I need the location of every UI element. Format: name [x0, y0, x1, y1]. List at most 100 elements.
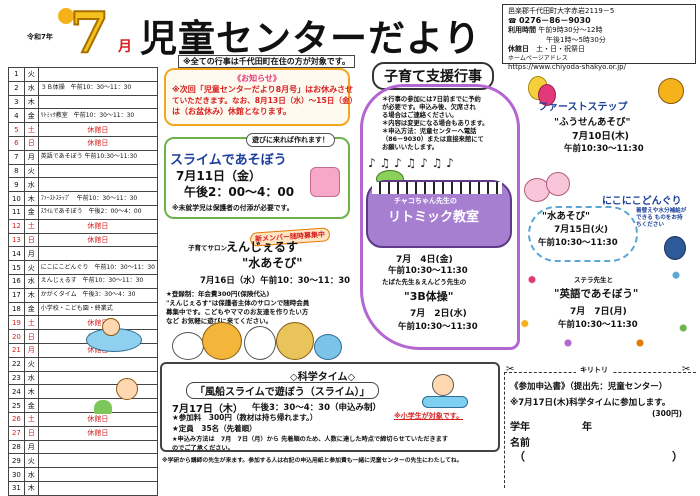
rabbit-icon-2: [524, 178, 550, 202]
watering-kids-illustration: [90, 378, 156, 418]
address: 邑楽郡千代田町大字赤岩2119－5: [508, 7, 615, 15]
calendar-event: ﾌｧｰｽﾄｽﾃｯﾌﾟ 午前10：30～11：30: [37, 191, 159, 206]
angels-note-1: ★登録制：年会費300円(保険代込): [166, 290, 270, 298]
form-nen-label: 年: [582, 422, 592, 433]
calendar-day: 30: [8, 467, 25, 482]
calendar-weekday: 水: [23, 370, 39, 386]
nikoniko-time: 午前10:30～11:30: [538, 238, 618, 248]
calendar-weekday: 月: [23, 149, 39, 165]
slime-event-box: 遊びに来れば作れます！ スライムであそぼう 7月11日（金） 午後2：00～4：…: [164, 133, 350, 219]
calendar-day: 21: [8, 342, 25, 358]
calendar-weekday: 月: [23, 342, 39, 358]
angels-salon-label: 子育てサロン: [188, 244, 227, 252]
homepage-url[interactable]: https://www.chiyoda-shakyo.or.jp/: [508, 63, 626, 72]
form-name-label: 名前: [510, 438, 530, 449]
calendar-event: [37, 163, 159, 179]
calendar-event: 休館日: [37, 122, 159, 137]
form-title: 《参加申込書》（提出先：児童センター）: [510, 382, 668, 392]
calendar-event: [37, 356, 159, 372]
calendar-event: 英語であそぼう 午前10:30～11:30: [37, 149, 159, 165]
slime-stretch-icon: [422, 396, 468, 408]
bear-icon: [202, 322, 242, 360]
name-field[interactable]: [516, 448, 688, 464]
nikoniko-title: にこにこどんぐり: [602, 196, 682, 207]
nikoniko-note: 着替えや水分補給ができる ものをお持ちください: [636, 208, 687, 228]
calendar-weekday: 木: [23, 94, 39, 110]
calendar-weekday: 火: [23, 260, 39, 275]
angels-date: 7月16日（水）午前10：30～11：30: [200, 276, 351, 286]
calendar-weekday: 月: [23, 246, 39, 262]
form-grade-label: 学年: [510, 422, 530, 433]
splash-frame: [528, 206, 638, 262]
science-fee: ★参加料 300円（教材は持ち帰れます。）: [172, 413, 318, 422]
calendar-weekday: 日: [23, 232, 39, 248]
month-badge: 7 月: [58, 0, 132, 67]
calendar-event: 休館日: [37, 135, 159, 151]
slime-note: ※未就学児は保護者の付添が必要です。: [172, 204, 294, 212]
calendar-weekday: 金: [23, 301, 39, 317]
english-time: 午前10:30～11:30: [558, 320, 638, 330]
calendar-day: 2: [8, 80, 25, 96]
calendar-day: 22: [8, 356, 25, 372]
kosodate-note-1: ＊行事の参加には7日前までに予約: [382, 96, 481, 103]
calendar-weekday: 土: [23, 411, 39, 427]
sun-icon: [58, 8, 74, 24]
nikoniko-theme: "水あそび": [542, 211, 590, 222]
child-icon: [102, 318, 120, 336]
calendar-weekday: 月: [23, 439, 39, 455]
calendar-weekday: 土: [23, 315, 39, 331]
scissors-icon-2: ✂: [682, 364, 691, 375]
month-kanji: 月: [118, 39, 132, 55]
nikoniko-date: 7月15日(火): [554, 225, 609, 235]
taiso-date: 7月 2日(水): [410, 309, 467, 319]
english-teacher: ステラ先生と: [574, 276, 613, 284]
piano-keys: [372, 182, 502, 194]
kosodate-note-3: る場合はご連絡ください。: [382, 112, 458, 119]
notice-banner: ※全ての行事は千代田町在住の方が対象です。: [178, 55, 355, 68]
first-step-area: ファーストステップ "ふうせんあそび" 7月10日(木) 午前10:30～11:…: [524, 70, 690, 162]
calendar-day: 31: [8, 480, 25, 496]
kosodate-notes: ＊行事の参加には7日前までに予約 が必要です。申込み後、欠席され る場合はご連絡…: [382, 96, 506, 152]
closed-label: 休館日: [508, 44, 529, 53]
science-note: ※学研から講師の先生が来ます。参加する人は右記の申込用紙と参加費も一緒に児童セン…: [162, 458, 463, 464]
calendar-event: ﾘﾄﾐｯｸ教室 午前10：30～11：30: [37, 108, 159, 124]
calendar-weekday: 木: [23, 384, 39, 400]
calendar-event: [37, 246, 159, 262]
science-time: 午後3：30～4：30（申込み制）: [252, 403, 381, 413]
first-step-theme: "ふうせんあそび": [554, 117, 631, 128]
name-paren-close: ）: [672, 450, 683, 463]
rhythmic-time: 午前10:30～11:30: [388, 266, 468, 276]
calendar-day: 26: [8, 411, 25, 427]
calendar-day: 12: [8, 218, 25, 234]
calendar-event: えんじぇるす 午前10：30～11：30: [37, 273, 159, 289]
alphabet-letters-decoration: [514, 262, 694, 350]
calendar-event: [37, 177, 159, 193]
nikoniko-area: にこにこどんぐり "水あそび" 7月15日(火) 午前10:30～11:30 着…: [516, 162, 692, 262]
first-step-date: 7月10日(木): [572, 131, 630, 142]
calendar-day: 14: [8, 246, 25, 262]
science-target: ※小学生が対象です。: [394, 412, 464, 420]
calendar-weekday: 木: [23, 480, 39, 496]
name-paren-open: （: [514, 450, 525, 463]
calendar-day: 11: [8, 204, 25, 220]
notice-box: 《お知らせ》 ※次回「児童センターだより8月号」はお休みさせ ていただきます。な…: [164, 68, 358, 126]
month-number: 7: [69, 0, 110, 67]
notice-line-2: ていただきます。なお、8月13日（水）～15日（金）: [172, 96, 358, 105]
taiso-time: 午前10:30～11:30: [398, 322, 478, 332]
taiso-teacher: たばた先生＆えんどう先生の: [382, 278, 467, 286]
calendar-event: [37, 94, 159, 110]
slime-title: スライムであそぼう: [170, 153, 287, 168]
calendar-weekday: 日: [23, 329, 39, 344]
calendar-event: 休館日: [37, 218, 159, 234]
calendar-day: 29: [8, 453, 25, 469]
english-date: 7月 7日(月): [570, 307, 627, 317]
